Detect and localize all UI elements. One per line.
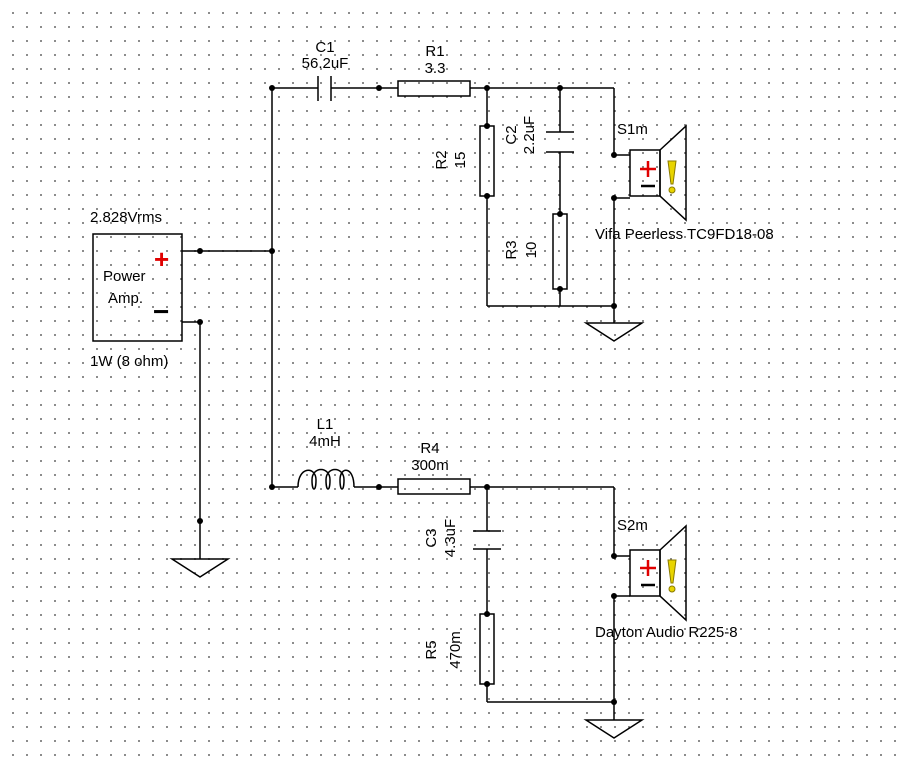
r4-ref: R4 xyxy=(420,440,440,457)
r2-value: 15 xyxy=(452,151,469,169)
r1-value: 3.3 xyxy=(424,60,446,77)
speaker-icon xyxy=(629,124,687,222)
c3-ref: C3 xyxy=(423,528,440,548)
l1-value: 4mH xyxy=(309,433,341,450)
ground-icon xyxy=(583,322,645,342)
c1-ref: C1 xyxy=(315,39,335,56)
speaker-s1-model: Vifa Peerless TC9FD18-08 xyxy=(595,226,774,243)
speaker-s2-model: Dayton Audio R225-8 xyxy=(595,624,738,641)
r4-value: 300m xyxy=(411,457,449,474)
source-voltage-label: 2.828Vrms xyxy=(90,209,162,226)
speaker-s1-polarity xyxy=(640,161,656,188)
r1-ref: R1 xyxy=(425,43,445,60)
warning-icon xyxy=(667,559,677,593)
r2-ref: R2 xyxy=(433,150,450,170)
ground-icon xyxy=(583,719,645,739)
warning-icon xyxy=(667,160,677,194)
ground-icon xyxy=(169,558,231,578)
c2-ref: C2 xyxy=(503,125,520,145)
r3-ref: R3 xyxy=(503,240,520,260)
resistor-r5 xyxy=(479,613,495,685)
source-power-label: 1W (8 ohm) xyxy=(90,353,169,370)
capacitor-c2 xyxy=(546,131,574,153)
speaker-s1-ref: S1m xyxy=(617,121,648,138)
resistor-r4 xyxy=(397,478,471,495)
c1-value: 56.2uF xyxy=(301,55,349,72)
speaker-icon xyxy=(629,524,687,622)
power-amp-box xyxy=(92,233,183,342)
r3-value: 10 xyxy=(523,241,540,259)
c3-value: 4.3uF xyxy=(442,518,459,558)
source-name-line1: Power xyxy=(103,268,146,285)
inductor-l1 xyxy=(297,468,355,490)
source-name-line2: Amp. xyxy=(108,290,144,307)
source-plus-symbol: + xyxy=(154,244,170,274)
junction-dots xyxy=(197,85,617,705)
source-minus-symbol: − xyxy=(153,296,170,327)
speaker-s2-polarity xyxy=(640,560,656,587)
capacitor-c1 xyxy=(317,76,332,101)
capacitor-c3 xyxy=(473,530,501,550)
resistor-r2 xyxy=(479,125,495,197)
resistor-r1 xyxy=(397,80,471,97)
r5-value: 470m xyxy=(447,631,464,669)
speaker-s2-ref: S2m xyxy=(617,517,648,534)
r5-ref: R5 xyxy=(423,640,440,660)
resistor-r3 xyxy=(552,213,568,290)
l1-ref: L1 xyxy=(316,416,334,433)
c2-value: 2.2uF xyxy=(521,115,538,155)
